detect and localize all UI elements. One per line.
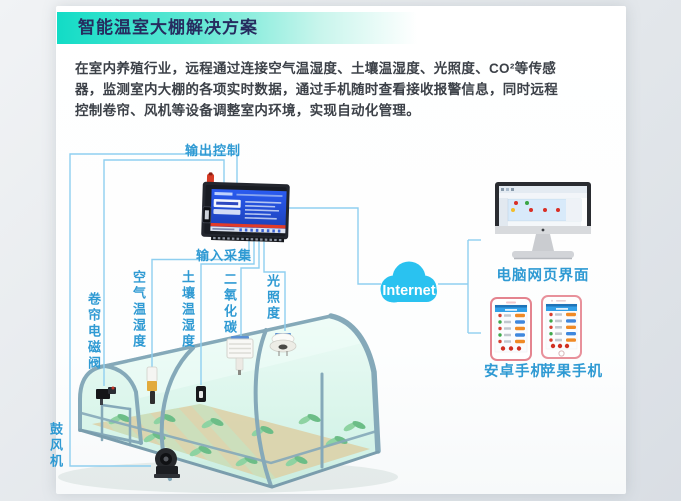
desktop-monitor-icon bbox=[495, 182, 591, 260]
co2-sensor-icon bbox=[226, 336, 254, 375]
label-pc-web: 电脑网页界面 bbox=[496, 268, 590, 284]
label-blower: 鼓风机 bbox=[48, 422, 63, 470]
page-title: 智能温室大棚解决方案 bbox=[78, 18, 258, 37]
air-sensor-icon bbox=[146, 366, 158, 404]
label-curtain-valve: 卷帘电磁阀 bbox=[86, 292, 101, 372]
label-air-sensor: 空气温湿度 bbox=[131, 270, 146, 350]
curtain-valve-icon bbox=[96, 386, 116, 405]
connection-lines bbox=[69, 153, 481, 467]
internet-label: Internet bbox=[382, 283, 435, 299]
greenhouse-icon bbox=[58, 313, 398, 493]
label-android-phone: 安卓手机 bbox=[484, 364, 546, 380]
antenna-icon bbox=[206, 173, 215, 184]
soil-sensor-icon bbox=[196, 386, 206, 402]
label-co2-sensor: 二氧化碳 bbox=[222, 272, 237, 336]
label-input-collect: 输入采集 bbox=[196, 248, 253, 263]
iphone-icon bbox=[541, 295, 582, 359]
title-bar: 智能温室大棚解决方案 bbox=[57, 12, 432, 44]
label-soil-sensor: 土壤温湿度 bbox=[180, 270, 195, 350]
label-iphone: 苹果手机 bbox=[541, 364, 603, 380]
light-sensor-icon bbox=[269, 333, 297, 356]
label-output-control: 输出控制 bbox=[185, 143, 242, 158]
android-phone-icon bbox=[490, 297, 532, 361]
description-text: 在室内养殖行业，远程通过连接空气温湿度、土壤温湿度、光照度、CO²等传感器，监测… bbox=[75, 61, 558, 118]
blower-fan-icon bbox=[154, 448, 180, 478]
rtu-controller-icon bbox=[201, 172, 290, 243]
label-light-sensor: 光照度 bbox=[265, 274, 280, 322]
internet-cloud-icon: Internet bbox=[380, 261, 437, 303]
